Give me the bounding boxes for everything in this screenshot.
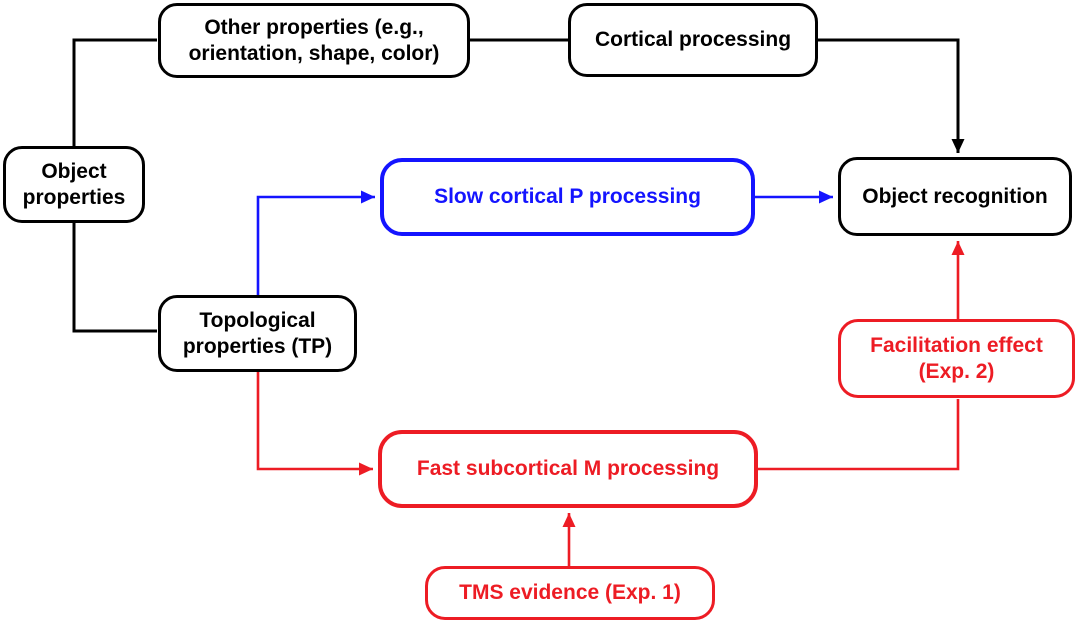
node-fast-subcortical-m-processing: Fast subcortical M processing — [378, 430, 758, 508]
node-facilitation-effect: Facilitation effect (Exp. 2) — [838, 319, 1075, 398]
edge-topological-to-fast-subcortical — [256, 371, 373, 476]
node-tms-evidence: TMS evidence (Exp. 1) — [425, 566, 715, 620]
edge-fast-subcortical-to-facilitation — [757, 399, 960, 471]
node-cortical-processing: Cortical processing — [568, 3, 818, 77]
node-topological-properties: Topological properties (TP) — [158, 295, 357, 372]
node-slow-cortical-p-processing: Slow cortical P processing — [380, 158, 755, 236]
edge-topological-to-slow-cortical — [256, 190, 375, 296]
node-object-recognition: Object recognition — [838, 157, 1072, 236]
edge-cortical-processing-to-object-recognition — [817, 38, 965, 153]
node-other-properties: Other properties (e.g., orientation, sha… — [158, 3, 470, 78]
node-object-properties: Object properties — [3, 146, 145, 223]
edge-object-properties-to-topological — [72, 222, 157, 333]
edge-object-properties-to-other-properties — [72, 38, 157, 147]
